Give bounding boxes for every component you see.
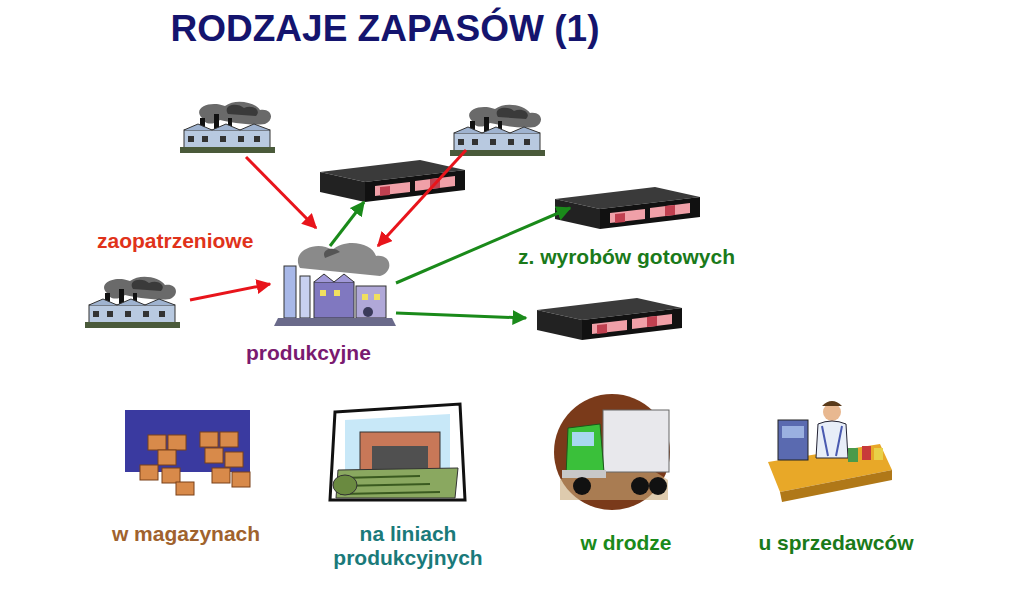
warehouse (555, 187, 700, 229)
supply-arrows (190, 150, 466, 300)
output-arrow (396, 313, 526, 318)
location-label: na liniach produkcyjnych (308, 522, 508, 570)
supply-arrow (378, 150, 466, 246)
production-plant (274, 243, 396, 326)
truck-icon (554, 394, 670, 510)
warehouse (320, 160, 465, 202)
location-label: u sprzedawców (758, 531, 913, 555)
finished-goods-label: z. wyrobów gotowych (518, 245, 735, 269)
location-label: w magazynach (112, 522, 260, 546)
seller-icon (768, 401, 892, 502)
production-label: produkcyjne (246, 341, 371, 365)
output-arrow (330, 202, 364, 246)
supply-arrow (190, 284, 270, 300)
supply-arrow (246, 157, 316, 228)
warehouse-boxes-icon (125, 410, 250, 495)
supplier-factory (180, 100, 275, 155)
production-line-icon (330, 404, 465, 500)
warehouse (537, 298, 682, 340)
supply-label: zaopatrzeniowe (97, 229, 253, 253)
slide-title: RODZAJE ZAPASÓW (1) (171, 8, 600, 50)
location-label: w drodze (580, 531, 671, 555)
supplier-factory (85, 275, 180, 330)
